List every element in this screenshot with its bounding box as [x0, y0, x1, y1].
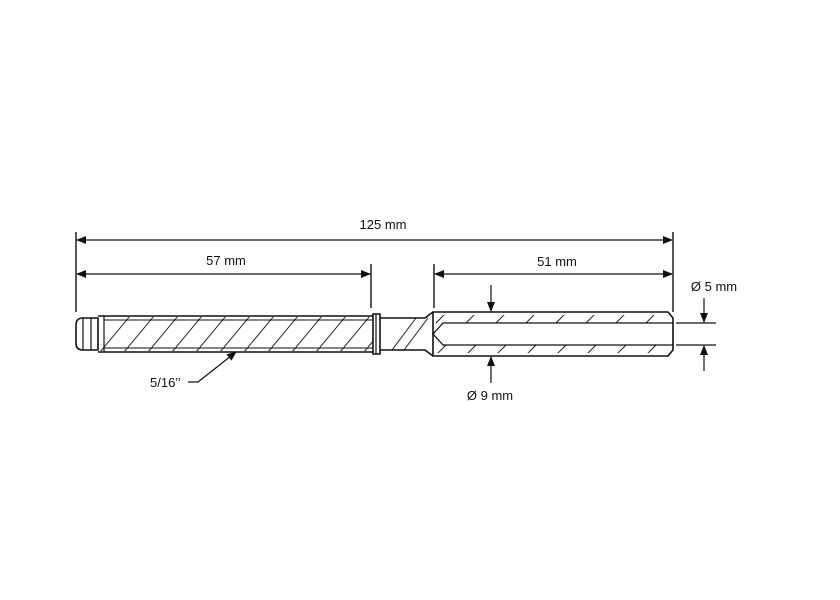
body-diameter-label: Ø 9 mm — [467, 388, 513, 403]
thread-length-label: 57 mm — [206, 253, 246, 268]
thread-runout-collar — [372, 313, 381, 355]
bore-depth-dimension — [433, 264, 673, 308]
neck-hatching — [391, 317, 429, 351]
barrel-body — [432, 311, 674, 357]
bore-diameter-label: Ø 5 mm — [691, 279, 737, 294]
thread-size-label: 5/16’’ — [150, 375, 181, 390]
overall-length-dimension — [75, 232, 674, 312]
internal-bore — [432, 322, 673, 346]
thread-size-leader — [188, 351, 237, 383]
barrel-hatching — [435, 315, 657, 353]
neck-section — [380, 311, 434, 357]
thread-hatching — [100, 317, 373, 351]
swage-terminal-part — [75, 311, 674, 357]
thread-length-dimension — [76, 264, 372, 308]
terminal-tip — [75, 317, 99, 351]
overall-length-label: 125 mm — [360, 217, 407, 232]
bore-depth-label: 51 mm — [537, 254, 577, 269]
bore-diameter-dimension — [676, 298, 716, 371]
